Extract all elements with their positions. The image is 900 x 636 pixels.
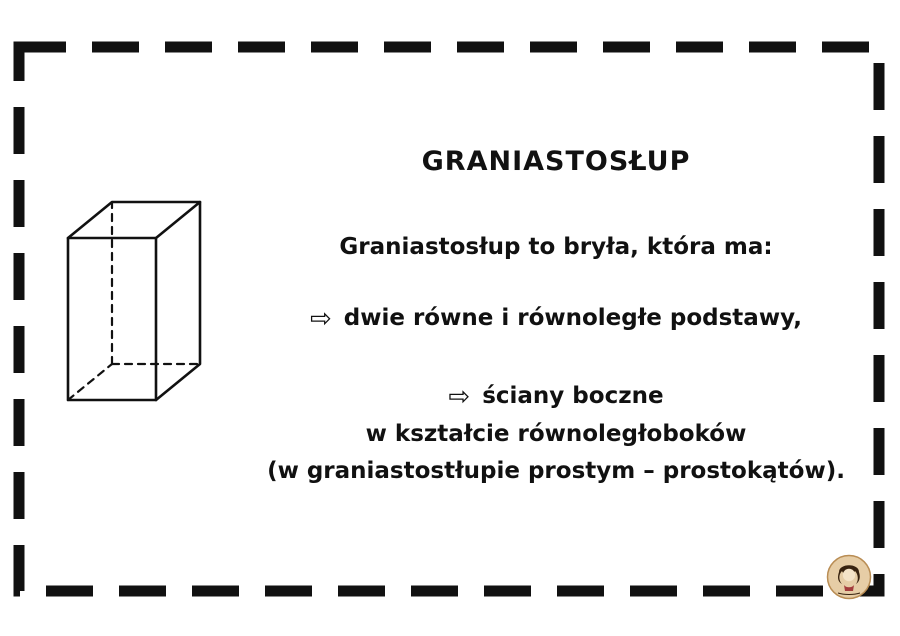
bullet-bases: ⇨ dwie równe i równoległe podstawy, [232, 304, 880, 334]
content-column: GRANIASTOSŁUP Graniastosłup to bryła, kt… [232, 0, 880, 636]
bullet-lateral-faces: ⇨ ściany boczne w kształcie równoległobok… [232, 378, 880, 490]
bullet-lateral-text-1: ściany boczne [482, 383, 664, 409]
intro-text: Graniastosłup to bryła, która ma: [339, 234, 773, 260]
prism-front-face [66, 236, 158, 402]
bullet-lateral-line-1: ⇨ ściany boczne [232, 378, 880, 416]
page-title: GRANIASTOSŁUP [421, 146, 691, 177]
bullet-bases-text: dwie równe i równoległe podstawy, [343, 305, 803, 331]
prism-right-edges [154, 200, 202, 402]
prism-diagram-icon [66, 200, 202, 402]
arrow-right-icon: ⇨ [448, 382, 471, 412]
prism-hidden-edges [66, 200, 202, 402]
brand-logo-icon [826, 554, 872, 600]
arrow-right-icon: ⇨ [309, 304, 332, 334]
prism-top-face [66, 200, 202, 240]
bullet-lateral-line-3: (w graniastostłupie prostym – prostokątó… [267, 458, 845, 484]
bullet-lateral-line-2: w kształcie równoległoboków [365, 421, 747, 447]
